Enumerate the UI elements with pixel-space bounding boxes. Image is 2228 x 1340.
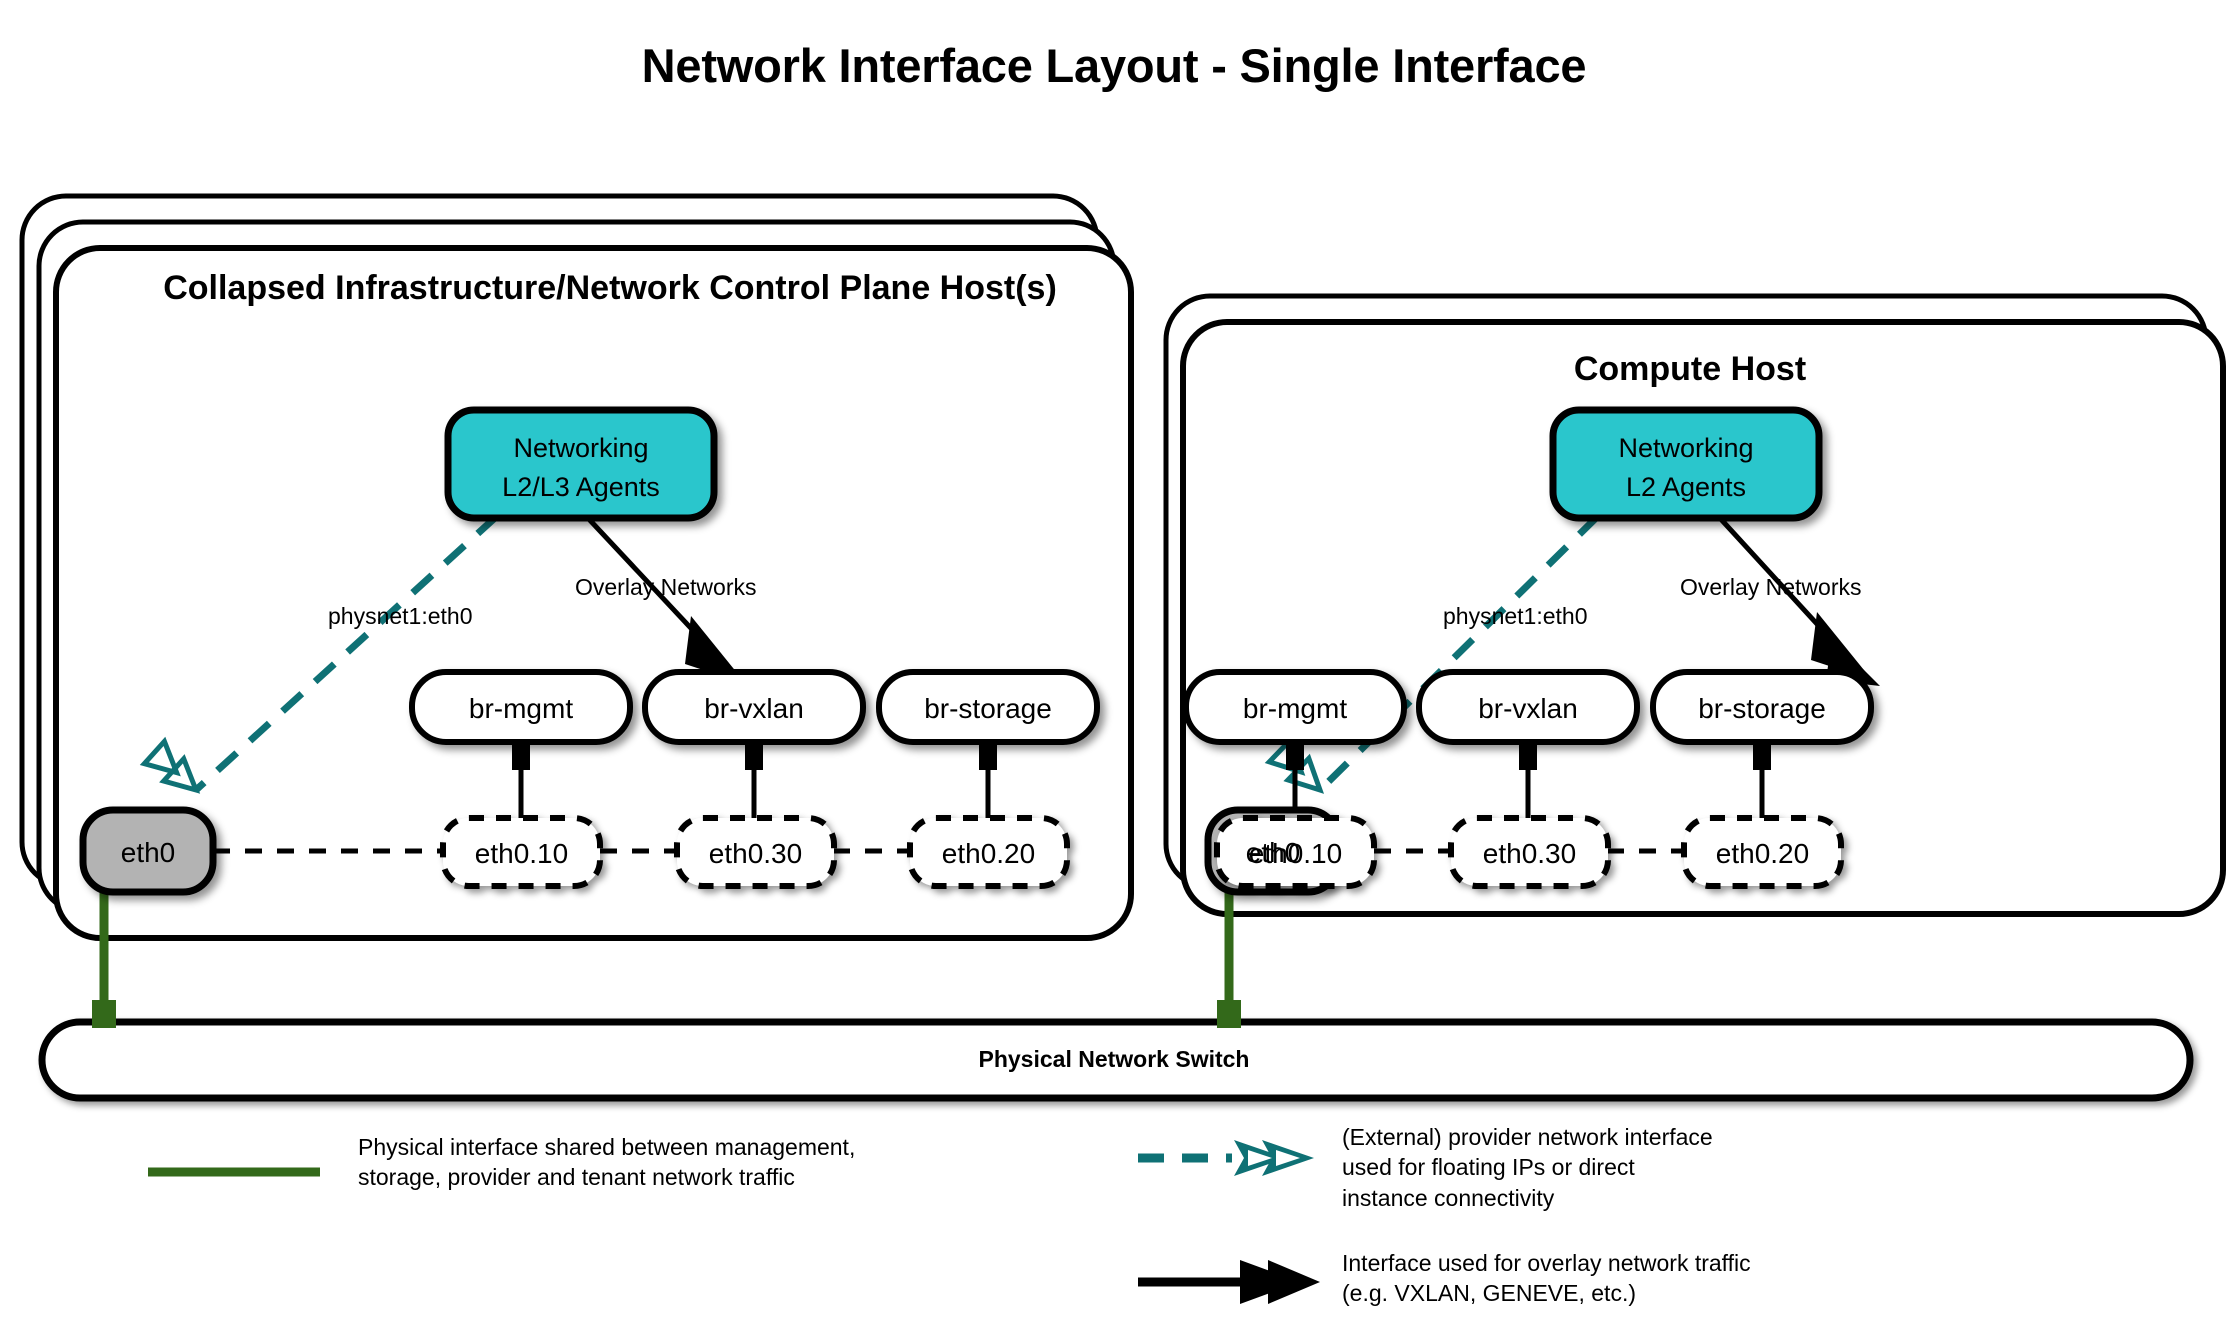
legend-provider-line3: instance connectivity — [1342, 1184, 1555, 1211]
provider-edge-label-compute: physnet1:eth0 — [1443, 603, 1588, 629]
legend-provider-line2: used for floating IPs or direct — [1342, 1154, 1635, 1181]
legend-swatch-provider-arrow — [1138, 1140, 1314, 1176]
vlan-eth0-10-control-plane[interactable] — [440, 815, 603, 889]
switch-port-connector-right — [1217, 1000, 1241, 1028]
physical-network-switch[interactable] — [38, 1018, 2194, 1102]
bridge-label-br-vxlan-control-plane: br-vxlan — [704, 693, 804, 724]
agent-label-line2: L2 Agents — [1625, 472, 1747, 503]
page-title: Network Interface Layout - Single Interf… — [641, 39, 1587, 92]
agent-box-control-plane[interactable] — [444, 406, 718, 522]
provider-edge-control-plane — [139, 513, 500, 794]
agent-label-control-plane: Networking L2/L3 Agents — [448, 429, 714, 507]
vlan-label-eth0-30-compute: eth0.30 — [1482, 838, 1577, 869]
bridge-label-br-mgmt-control-plane: br-mgmt — [468, 693, 574, 724]
vlan-eth0-30-control-plane[interactable] — [674, 815, 837, 889]
bridge-br-storage-compute[interactable] — [1650, 669, 1874, 745]
legend-overlay-line1: Interface used for overlay network traff… — [1342, 1250, 1751, 1276]
bridge-vlan-stems-control-plane — [512, 742, 997, 820]
legend-item-overlay-interface: Interface used for overlay network traff… — [1342, 1248, 1962, 1309]
bridge-label-br-mgmt-compute: br-mgmt — [1242, 693, 1348, 724]
switch-port-connector-left — [92, 1000, 116, 1028]
bridge-vlan-stems-compute — [1286, 742, 1771, 820]
bridge-br-mgmt-control-plane[interactable] — [409, 669, 633, 745]
agent-label-line2: L2/L3 Agents — [502, 472, 660, 503]
vlan-label-eth0-10-control-plane: eth0.10 — [474, 838, 569, 869]
legend-physical-line1: Physical interface shared between manage… — [358, 1134, 856, 1160]
bridge-br-mgmt-compute[interactable] — [1183, 669, 1407, 745]
agent-box-compute[interactable] — [1549, 406, 1823, 522]
host-compute-frame[interactable] — [1180, 319, 2226, 917]
overlay-edge-label-control-plane: Overlay Networks — [575, 574, 757, 600]
bridge-label-br-vxlan-compute: br-vxlan — [1478, 693, 1578, 724]
vlan-eth0-10-compute[interactable] — [1214, 815, 1377, 889]
legend-physical-line2: storage, provider and tenant network tra… — [358, 1164, 795, 1191]
legend-item-physical-interface: Physical interface shared between manage… — [358, 1132, 958, 1193]
provider-edge-label-control-plane: physnet1:eth0 — [328, 603, 473, 629]
host-compute-stack — [1163, 293, 2226, 917]
vlan-eth0-20-compute[interactable] — [1681, 815, 1844, 889]
vlan-eth0-30-compute[interactable] — [1448, 815, 1611, 889]
vlan-label-eth0-20-control-plane: eth0.20 — [941, 838, 1036, 869]
agent-label-line1: Networking — [513, 433, 649, 463]
host-compute-title: Compute Host — [1573, 350, 1807, 388]
legend-provider-line1: (External) provider network interface — [1342, 1124, 1713, 1150]
overlay-edge-label-compute: Overlay Networks — [1680, 574, 1862, 600]
vlan-label-eth0-30-control-plane: eth0.30 — [708, 838, 803, 869]
nic-eth0-control-plane[interactable] — [79, 806, 217, 896]
host-control-plane-frame[interactable] — [53, 245, 1134, 941]
agent-label-compute: Networking L2 Agents — [1553, 429, 1819, 507]
vlan-label-eth0-10-compute: eth0.10 — [1248, 838, 1343, 869]
agent-label-line1: Networking — [1618, 433, 1754, 463]
bridge-label-br-storage-control-plane: br-storage — [924, 693, 1052, 724]
bridge-br-vxlan-control-plane[interactable] — [642, 669, 866, 745]
nic-label-eth0-control-plane: eth0 — [120, 837, 176, 868]
legend-swatch-overlay-arrow — [1138, 1260, 1320, 1304]
host-control-plane-title: Collapsed Infrastructure/Network Control… — [163, 269, 1057, 307]
vlan-eth0-20-control-plane[interactable] — [907, 815, 1070, 889]
legend-item-provider-interface: (External) provider network interface us… — [1342, 1122, 1962, 1213]
vlan-label-eth0-20-compute: eth0.20 — [1715, 838, 1810, 869]
nic-label-eth0-compute: eth0 — [1245, 837, 1301, 868]
bridge-br-storage-control-plane[interactable] — [876, 669, 1100, 745]
bridge-br-vxlan-compute[interactable] — [1416, 669, 1640, 745]
legend-overlay-line2: (e.g. VXLAN, GENEVE, etc.) — [1342, 1280, 1636, 1307]
bridge-label-br-storage-compute: br-storage — [1698, 693, 1826, 724]
physical-network-switch-label: Physical Network Switch — [978, 1046, 1250, 1072]
